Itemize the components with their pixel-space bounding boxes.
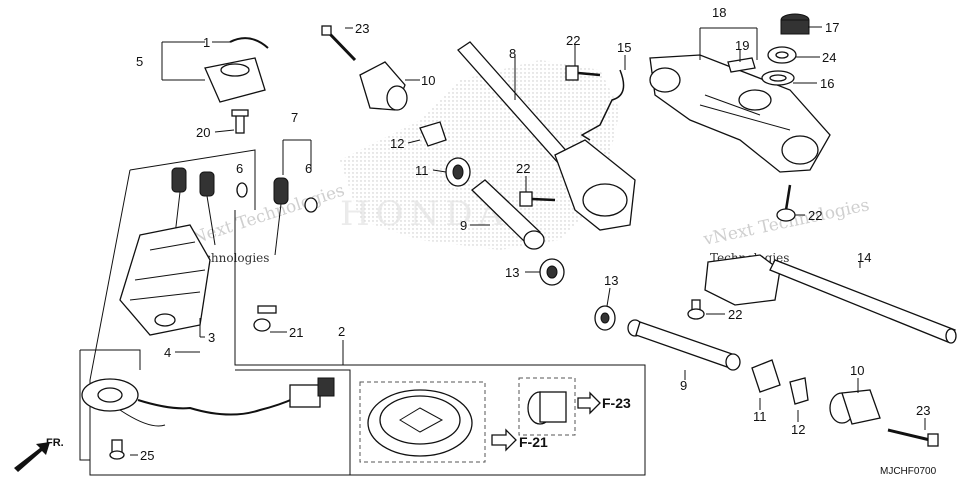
bolt-23a-part <box>321 25 357 62</box>
diagram-code: MJCHF0700 <box>880 466 937 477</box>
bar-end-weight-10b <box>829 389 881 425</box>
washer-16 <box>761 70 795 86</box>
bolt-22d-part <box>687 299 705 320</box>
emblem-plate-19 <box>727 57 756 73</box>
part-label-14[interactable]: 14 <box>857 250 871 265</box>
part-label-11a[interactable]: 11 <box>415 163 429 178</box>
front-direction-indicator: FR. <box>14 437 64 472</box>
inner-weight-9a <box>471 179 545 250</box>
part-label-10a[interactable]: 10 <box>421 73 435 88</box>
part-label-11b[interactable]: 11 <box>753 409 767 424</box>
part-label-13b[interactable]: 13 <box>604 273 618 288</box>
part-label-18[interactable]: 18 <box>712 5 726 20</box>
part-label-22b[interactable]: 22 <box>516 161 530 176</box>
part-label-23b[interactable]: 23 <box>916 403 930 418</box>
ignition-nut-part <box>204 57 266 103</box>
screw-25-part <box>109 439 125 460</box>
o-ring-6b <box>304 197 318 213</box>
part-label-9a[interactable]: 9 <box>460 218 467 233</box>
reference-f23[interactable]: F-23 <box>602 395 631 411</box>
right-handlebar-part <box>704 254 957 344</box>
wire-guide-15 <box>580 69 625 141</box>
front-direction-label: FR. <box>46 437 64 449</box>
part-label-7[interactable]: 7 <box>291 110 298 125</box>
arrow-to-f23: F-23 <box>577 391 631 415</box>
part-label-3[interactable]: 3 <box>208 330 215 345</box>
part-label-12a[interactable]: 12 <box>390 136 404 151</box>
clip-12b-part <box>789 377 809 405</box>
ignition-group-outline <box>79 149 646 476</box>
rubber-13b-part <box>594 305 616 331</box>
key-set-part <box>171 167 289 256</box>
part-label-5[interactable]: 5 <box>136 54 143 69</box>
immobilizer-harness <box>81 377 335 427</box>
part-number-labels: 1 2 3 4 5 6 6 7 8 9 9 10 10 11 11 12 12 … <box>136 5 930 463</box>
collar-11a-part <box>445 157 471 187</box>
bolt-22b-part <box>565 65 601 81</box>
bolt-21-part <box>253 305 277 332</box>
part-label-23a[interactable]: 23 <box>355 21 369 36</box>
rubber-13a-part <box>539 258 565 286</box>
part-label-12b[interactable]: 12 <box>791 422 805 437</box>
bar-end-weight-10a <box>359 61 408 111</box>
stem-nut-24 <box>767 46 797 64</box>
ignition-switch-body <box>119 224 211 336</box>
part-label-17[interactable]: 17 <box>825 20 839 35</box>
part-label-22a[interactable]: 22 <box>566 33 580 48</box>
brand-watermark-text: HONDA <box>340 194 509 234</box>
inner-weight-9b <box>627 319 741 371</box>
part-label-25[interactable]: 25 <box>140 448 154 463</box>
honda-logo-watermark: HONDA <box>340 60 620 250</box>
bolt-20-part <box>231 109 249 134</box>
part-label-22d[interactable]: 22 <box>728 307 742 322</box>
bolt-22c-part <box>776 184 796 222</box>
part-label-24[interactable]: 24 <box>822 50 836 65</box>
part-label-6b[interactable]: 6 <box>305 161 312 176</box>
part-label-8[interactable]: 8 <box>509 46 516 61</box>
stem-cap-17 <box>780 13 810 35</box>
part-label-2[interactable]: 2 <box>338 324 345 339</box>
part-label-19[interactable]: 19 <box>735 38 749 53</box>
part-label-22c[interactable]: 22 <box>808 208 822 223</box>
top-bridge-part <box>649 54 831 173</box>
part-label-13a[interactable]: 13 <box>505 265 519 280</box>
part-label-20[interactable]: 20 <box>196 125 210 140</box>
part-label-4[interactable]: 4 <box>164 345 171 360</box>
leader-lines <box>130 26 926 456</box>
part-label-16[interactable]: 16 <box>820 76 834 91</box>
bolt-23b-part <box>887 428 939 447</box>
reference-f21[interactable]: F-21 <box>519 434 548 450</box>
arrow-to-f21: F-21 <box>491 428 548 452</box>
o-ring-6a <box>236 182 248 198</box>
seat-lock-box <box>359 381 486 463</box>
part-label-9b[interactable]: 9 <box>680 378 687 393</box>
part-label-10b[interactable]: 10 <box>850 363 864 378</box>
circlip-part <box>229 37 269 49</box>
fuel-lock-box <box>518 377 576 436</box>
clip-12a-part <box>419 121 447 147</box>
part-label-15[interactable]: 15 <box>617 40 631 55</box>
part-label-6a[interactable]: 6 <box>236 161 243 176</box>
left-handlebar-part <box>457 41 636 231</box>
collar-11b-part <box>751 359 781 393</box>
part-label-21[interactable]: 21 <box>289 325 303 340</box>
part-label-1[interactable]: 1 <box>203 35 210 50</box>
